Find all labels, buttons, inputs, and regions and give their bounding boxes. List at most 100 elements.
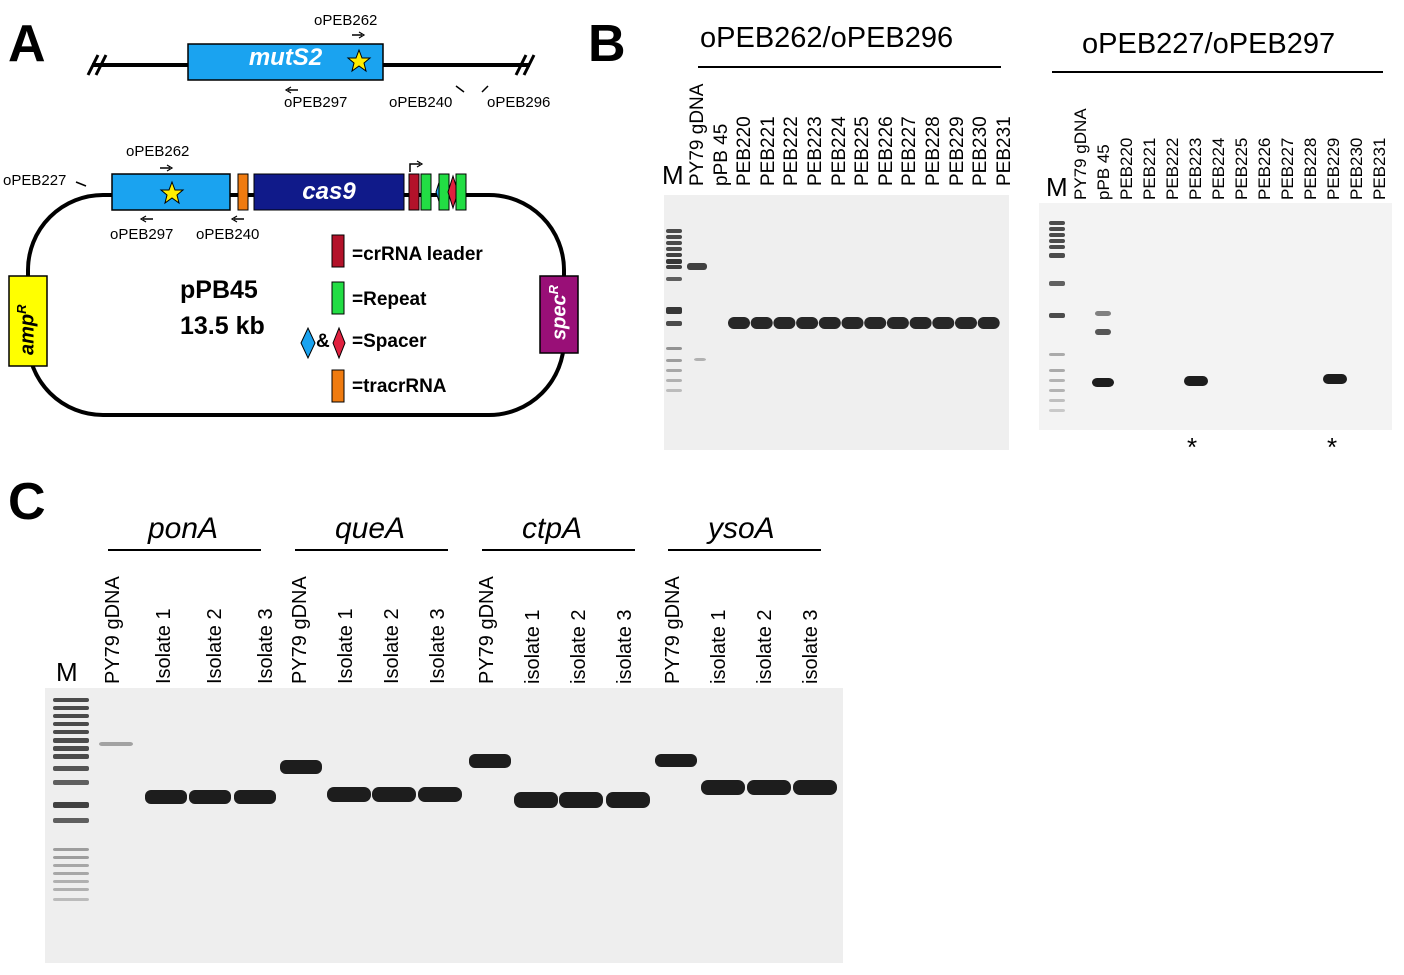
cas9-box xyxy=(253,173,405,211)
gel-band xyxy=(977,317,1000,329)
ladder-band xyxy=(1049,409,1065,412)
ladder-band xyxy=(1049,389,1065,392)
ladder-band xyxy=(1049,281,1065,286)
plasmid-size: 13.5 kb xyxy=(180,312,265,340)
ladder-band xyxy=(53,746,89,751)
gel-band xyxy=(606,792,650,808)
gel-band xyxy=(655,754,697,767)
gel-band xyxy=(793,780,837,795)
lane-label: PEB230 xyxy=(1347,137,1366,200)
gel-band xyxy=(955,317,977,329)
gene-header: ysoA xyxy=(708,512,775,545)
ladder-band xyxy=(666,253,682,257)
lane-label: Isolate 1 xyxy=(153,608,175,684)
gel-band xyxy=(418,787,462,802)
ladder-band xyxy=(1049,221,1065,225)
lane-label: PY79 gDNA xyxy=(1071,108,1090,200)
ladder-band xyxy=(1049,227,1065,231)
gel-band xyxy=(687,263,707,270)
lane-label: isolate 2 xyxy=(754,609,776,685)
lane-label: PEB231 xyxy=(1370,137,1389,200)
gel-band xyxy=(234,790,276,804)
ladder-band xyxy=(53,730,89,734)
ladder-band xyxy=(53,848,89,851)
header-rule xyxy=(698,66,1001,68)
ladder-band xyxy=(53,802,89,808)
legend-repeat-swatch xyxy=(331,281,345,315)
chromosome-locus-diagram xyxy=(86,31,536,94)
ladder-band xyxy=(1049,253,1065,258)
ampr-label: ampR xyxy=(14,304,39,355)
primer-label: oPEB296 xyxy=(487,94,551,111)
lane-label: PEB224 xyxy=(1209,137,1228,200)
legend-tracr-label: =tracrRNA xyxy=(352,376,447,397)
header-rule xyxy=(482,549,635,551)
ladder-band xyxy=(666,347,682,350)
ladder-band xyxy=(53,898,89,901)
primer-label: oPEB297 xyxy=(284,94,348,111)
lane-label: PEB225 xyxy=(1232,137,1251,200)
gel-image-b-left xyxy=(664,195,1009,450)
plasmid-name: pPB45 xyxy=(180,276,258,304)
gel-band xyxy=(773,317,796,329)
gene-header: queA xyxy=(335,512,406,545)
ladder-band xyxy=(666,379,682,382)
gel-band xyxy=(1184,376,1208,386)
gel-band xyxy=(694,358,706,361)
ladder-band xyxy=(53,714,89,718)
lane-label: PEB227 xyxy=(899,116,921,186)
ladder-band xyxy=(53,722,89,726)
ladder-band xyxy=(666,265,682,269)
gel-band xyxy=(559,792,603,808)
lane-label: isolate 3 xyxy=(800,609,822,685)
ladder-band xyxy=(53,780,89,785)
ladder-band xyxy=(666,359,682,362)
panel-letter-c: C xyxy=(8,473,46,531)
marker-label: M xyxy=(56,657,78,687)
gel-band xyxy=(701,780,745,795)
mutS2-gene-box xyxy=(187,43,384,81)
gel-band xyxy=(1095,311,1111,316)
gel-image-b-right xyxy=(1039,203,1392,430)
gene-header: ctpA xyxy=(522,512,583,545)
lane-label: PY79 gDNA xyxy=(102,576,124,684)
legend-crrna-label: =crRNA leader xyxy=(352,244,483,265)
ampr-box xyxy=(8,275,48,367)
lane-label: PEB225 xyxy=(852,116,874,186)
lane-label: Isolate 2 xyxy=(381,608,403,684)
ladder-band xyxy=(666,247,682,251)
star-icon xyxy=(346,48,372,73)
ladder-band xyxy=(1049,313,1065,318)
ladder-band xyxy=(666,369,682,372)
panel-b-right-header: oPEB227/oPEB297 xyxy=(1082,28,1336,60)
lane-label: PEB229 xyxy=(1324,137,1343,200)
gel-band xyxy=(818,317,841,329)
header-rule xyxy=(295,549,448,551)
ladder-band xyxy=(53,766,89,771)
primer-label: oPEB262 xyxy=(126,143,190,160)
gel-image-c xyxy=(45,688,843,963)
panel-letter-a: A xyxy=(8,15,46,73)
ladder-band xyxy=(53,856,89,859)
cas9-label: cas9 xyxy=(302,178,356,205)
gel-band xyxy=(99,742,133,746)
lane-label: pPB 45 xyxy=(1094,144,1113,200)
star-icon xyxy=(159,180,185,205)
lane-label: Isolate 3 xyxy=(255,608,277,684)
ladder-band xyxy=(1049,379,1065,382)
gel-band xyxy=(280,760,322,774)
gel-band xyxy=(1323,374,1347,384)
lane-label: PEB222 xyxy=(1163,137,1182,200)
ladder-band xyxy=(53,706,89,710)
asterisk-mark: * xyxy=(1187,432,1198,462)
asterisk-mark: * xyxy=(1327,432,1338,462)
crrna-leader-box xyxy=(408,173,420,211)
gel-band xyxy=(747,780,791,795)
gel-band xyxy=(469,754,511,768)
ladder-band xyxy=(666,389,682,392)
lane-label: PEB230 xyxy=(970,116,992,186)
plasmid-backbone xyxy=(26,193,566,417)
gel-band xyxy=(932,317,955,329)
primer-label: oPEB240 xyxy=(196,226,260,243)
legend-spacer-blue xyxy=(300,326,316,360)
